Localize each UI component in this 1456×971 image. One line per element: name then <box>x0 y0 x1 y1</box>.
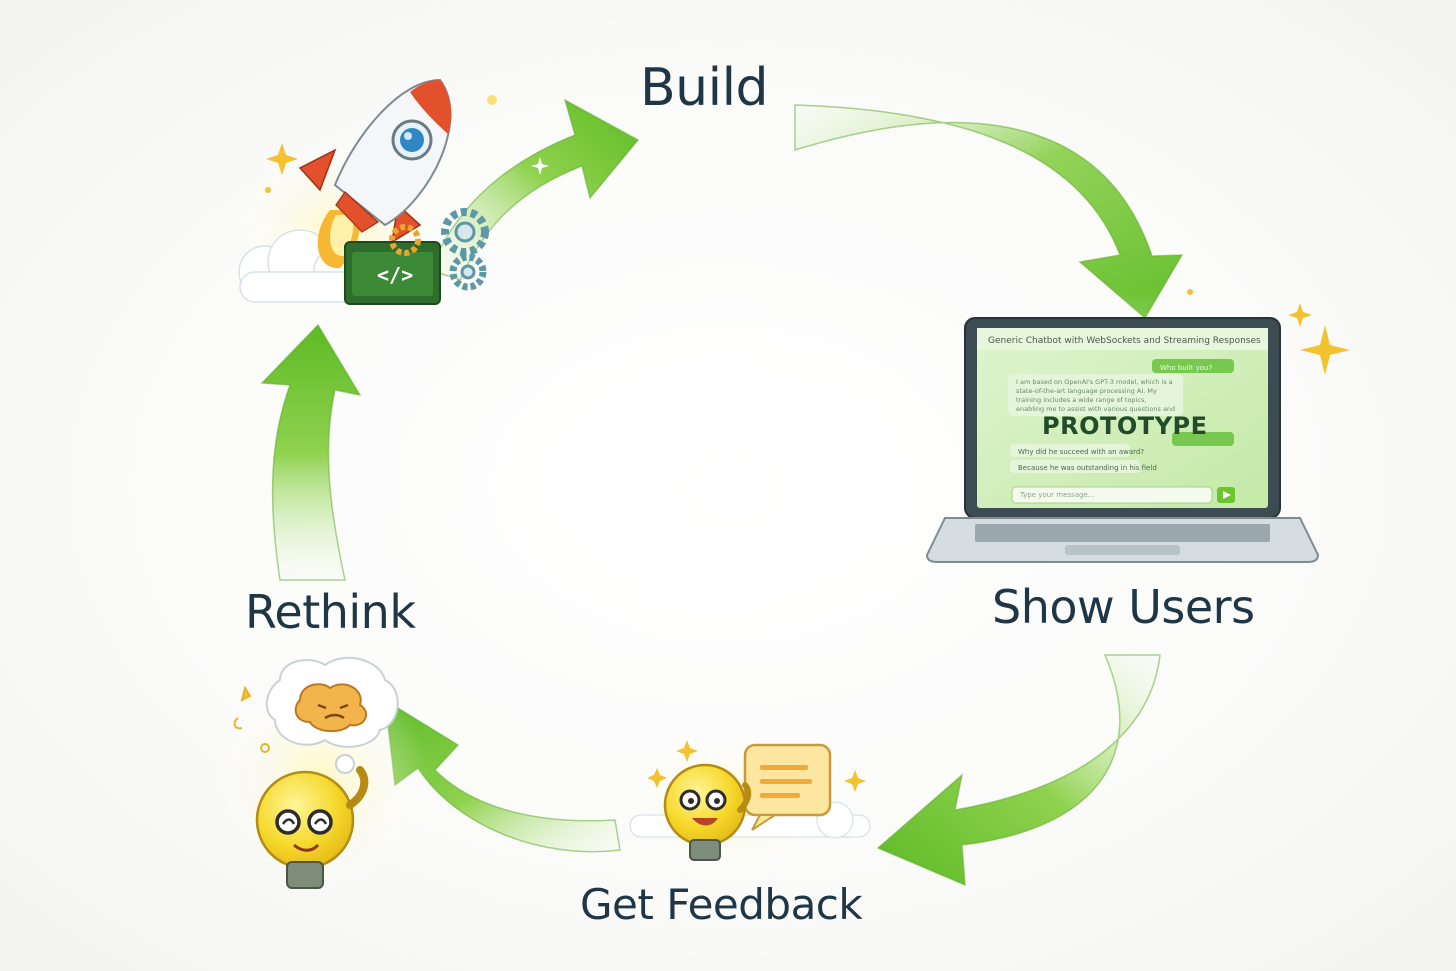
code-symbol: </> <box>377 263 414 287</box>
prototype-overlay-label: PROTOTYPE <box>1042 412 1208 440</box>
lightbulb-character-icon <box>663 763 752 861</box>
rocket-icon <box>298 78 452 244</box>
chat-bot-message: I am based on OpenAI's GPT-3 model, whic… <box>1016 378 1176 413</box>
code-window-icon <box>344 241 441 305</box>
thought-bubble-icon <box>265 656 399 774</box>
step-label-build: Build <box>640 58 769 118</box>
rethink-illustration <box>210 656 430 900</box>
arrow-to-show-users <box>794 104 1184 320</box>
chat-input-placeholder: Type your message... <box>1020 491 1095 499</box>
gear-icon <box>389 208 489 291</box>
laptop-icon <box>920 289 1350 570</box>
build-illustration <box>225 78 549 320</box>
chat-bot-message: Because he was outstanding in his field <box>1018 464 1157 472</box>
sparkle-icon <box>265 95 549 193</box>
arrow-to-get-feedback <box>876 654 1161 887</box>
step-label-get-feedback: Get Feedback <box>580 880 863 929</box>
sparkle-icon <box>1187 289 1350 375</box>
chat-user-message: Why did he succeed with an award? <box>1018 448 1145 456</box>
speech-bubble-icon <box>743 743 832 831</box>
lightbulb-character-icon <box>255 766 369 889</box>
step-label-rethink: Rethink <box>245 585 416 639</box>
sparkle-icon <box>233 685 270 753</box>
chat-user-message: Who built you? <box>1160 364 1213 372</box>
sparkle-icon <box>647 740 866 792</box>
laptop-screen-title: Generic Chatbot with WebSockets and Stre… <box>988 336 1261 346</box>
get-feedback-illustration <box>620 735 871 875</box>
arrow-to-build-from-rethink <box>260 323 362 581</box>
step-label-show-users: Show Users <box>992 580 1255 634</box>
